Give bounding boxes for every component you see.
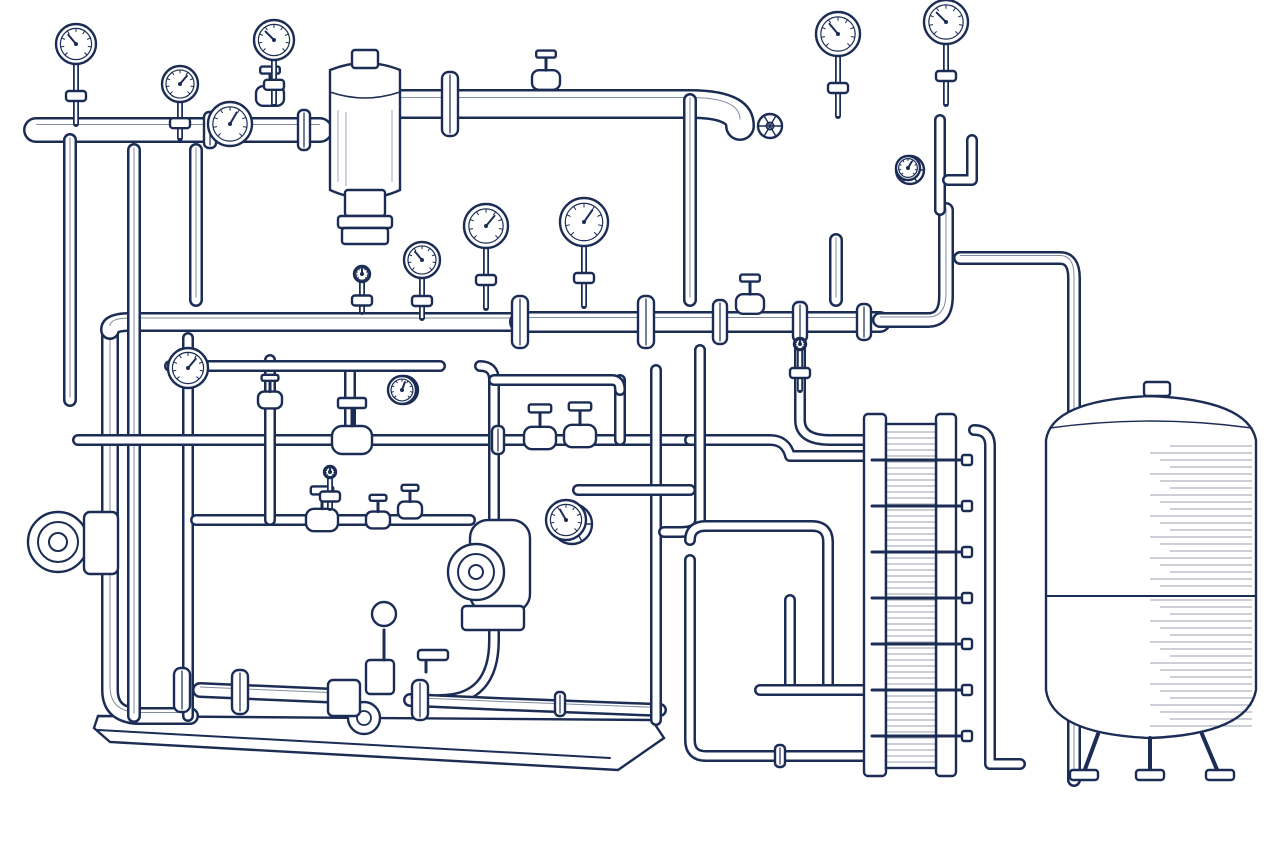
pipe-29-bore (686, 556, 874, 760)
pipe-20-bore (194, 684, 346, 702)
valve-7 (256, 373, 284, 410)
handwheel-3 (756, 112, 784, 140)
pipe-4-bore (103, 323, 197, 723)
pipe-7 (872, 202, 954, 328)
pressure-gauge-16 (318, 464, 342, 511)
pipe-14-bore (686, 436, 874, 460)
hx-bolt-nut (960, 545, 974, 559)
pipe-32-bore (970, 426, 1024, 768)
pressure-gauge-9 (402, 240, 442, 321)
pipe-35-bore (944, 136, 976, 184)
center-pump (446, 518, 532, 632)
pipe-28-bore (686, 522, 874, 694)
pipe-27-bore (796, 336, 874, 444)
left-pump (26, 510, 120, 576)
pressure-gauge-7 (462, 202, 510, 311)
pressure-gauge-13 (894, 154, 922, 182)
hx-frame-left (862, 412, 888, 778)
bottom-pump (326, 600, 450, 736)
pipe-21-bore (405, 695, 665, 715)
pipe-35 (942, 134, 978, 186)
pipe-5-bore (102, 314, 528, 338)
fittings-layer (172, 49, 926, 769)
pipe-network (23, 89, 1081, 787)
pressure-gauge-4 (206, 100, 254, 148)
hx-bolt-nut (960, 591, 974, 605)
hx-plate-pack (884, 422, 938, 770)
pressure-gauge-10 (166, 346, 210, 390)
valve-3 (562, 401, 598, 449)
hx-bolt-nut (960, 683, 974, 697)
pipe-28 (684, 520, 876, 696)
pressure-gauge-2 (160, 64, 200, 141)
pipe-7-bore (874, 204, 952, 326)
pressure-gauge-14 (350, 264, 374, 315)
valve-6 (396, 483, 424, 520)
strainer-vessel (328, 48, 402, 246)
pipe-7-highlight (880, 207, 947, 318)
pressure-gauge-5 (814, 10, 862, 119)
pressure-gauge-3 (252, 18, 296, 107)
pressure-gauge-8 (558, 196, 610, 309)
valve-8 (734, 273, 766, 316)
pipe-29 (684, 554, 876, 762)
valve-1 (330, 396, 374, 456)
hx-bolt-nut (960, 637, 974, 651)
hx-bolt-nut (960, 453, 974, 467)
hx-bolt-nut (960, 499, 974, 513)
hx-frame-right (934, 412, 958, 778)
hx-bolt-nut (960, 729, 974, 743)
pipe-23-bore (490, 376, 624, 394)
valve-2 (522, 403, 558, 451)
valve-5 (364, 493, 392, 530)
pressure-gauge-6 (922, 0, 970, 107)
pressure-gauge-1 (54, 22, 98, 127)
valve-9 (530, 49, 562, 91)
pipe-32 (968, 424, 1026, 770)
pressure-gauge-15 (788, 336, 812, 393)
pipe-8-highlight (960, 255, 1075, 778)
pressure-gauge-12 (544, 498, 588, 542)
expansion-tank (1044, 380, 1258, 782)
pipe-4 (101, 321, 199, 725)
pressure-gauge-11 (386, 374, 418, 406)
pipe-21-highlight (409, 697, 661, 708)
gauges-layer (54, 0, 970, 542)
pipe-20-highlight (199, 686, 341, 694)
plate-heat-exchanger (862, 412, 974, 778)
pipe-27 (794, 334, 876, 446)
